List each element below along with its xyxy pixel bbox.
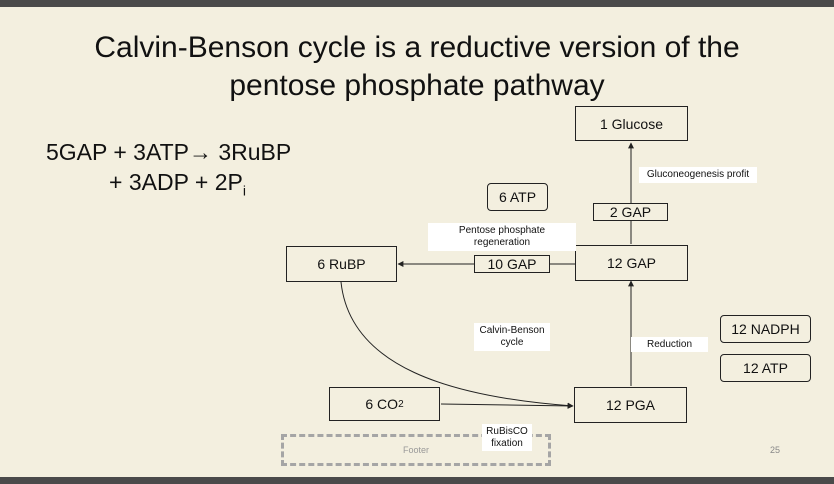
page-number: 25: [769, 445, 780, 455]
node-2-gap: 2 GAP: [593, 203, 668, 221]
node-12-atp: 12 ATP: [720, 354, 811, 382]
co2-subscript: 2: [398, 398, 404, 410]
node-12-gap: 12 GAP: [575, 245, 688, 281]
label-gluconeogenesis: Gluconeogenesis profit: [639, 167, 757, 183]
label-calvin-benson-cycle: Calvin-Benson cycle: [474, 323, 550, 351]
node-12-pga: 12 PGA: [574, 387, 687, 423]
equation-line-1: 5GAP + 3ATP→ 3RuBP: [46, 139, 292, 165]
label-pentose-regeneration: Pentose phosphate regeneration: [428, 223, 576, 251]
title-line-1: Calvin-Benson cycle is a reductive versi…: [94, 31, 740, 64]
label-calvin-line-1: Calvin-Benson: [479, 325, 545, 336]
node-6-atp: 6 ATP: [487, 183, 548, 211]
pathway-arrows: [340, 142, 634, 409]
label-rubisco-fixation: RuBisCO fixation: [482, 424, 532, 451]
slide: Calvin-Benson cycle is a reductive versi…: [0, 7, 834, 477]
equation-line-2-main: + 3ADP + 2P: [109, 169, 243, 195]
equation-line-2: + 3ADP + 2Pi: [46, 167, 291, 206]
footer-placeholder: [281, 434, 551, 466]
title-line-2: pentose phosphate pathway: [229, 69, 605, 102]
reaction-equation: 5GAP + 3ATP→ 3RuBP + 3ADP + 2Pi: [46, 137, 291, 206]
node-glucose: 1 Glucose: [575, 106, 688, 141]
node-6-rubp: 6 RuBP: [286, 246, 397, 282]
slide-title: Calvin-Benson cycle is a reductive versi…: [30, 29, 804, 105]
label-pentose-line-2: regeneration: [473, 237, 531, 248]
label-reduction: Reduction: [631, 337, 708, 352]
node-12-nadph: 12 NADPH: [720, 315, 811, 343]
label-calvin-line-2: cycle: [500, 337, 524, 348]
label-rubisco-line-2: fixation: [491, 437, 523, 449]
node-10-gap: 10 GAP: [474, 255, 550, 273]
arrow-co2-to-pga: [440, 402, 574, 409]
arrow-rubp-to-pga: [340, 281, 574, 409]
equation-subscript: i: [242, 182, 246, 199]
label-pentose-line-1: Pentose phosphate: [458, 225, 546, 236]
footer-text: Footer: [402, 445, 429, 455]
label-rubisco-line-1: RuBisCO: [486, 425, 528, 437]
co2-main: 6 CO: [365, 396, 399, 412]
